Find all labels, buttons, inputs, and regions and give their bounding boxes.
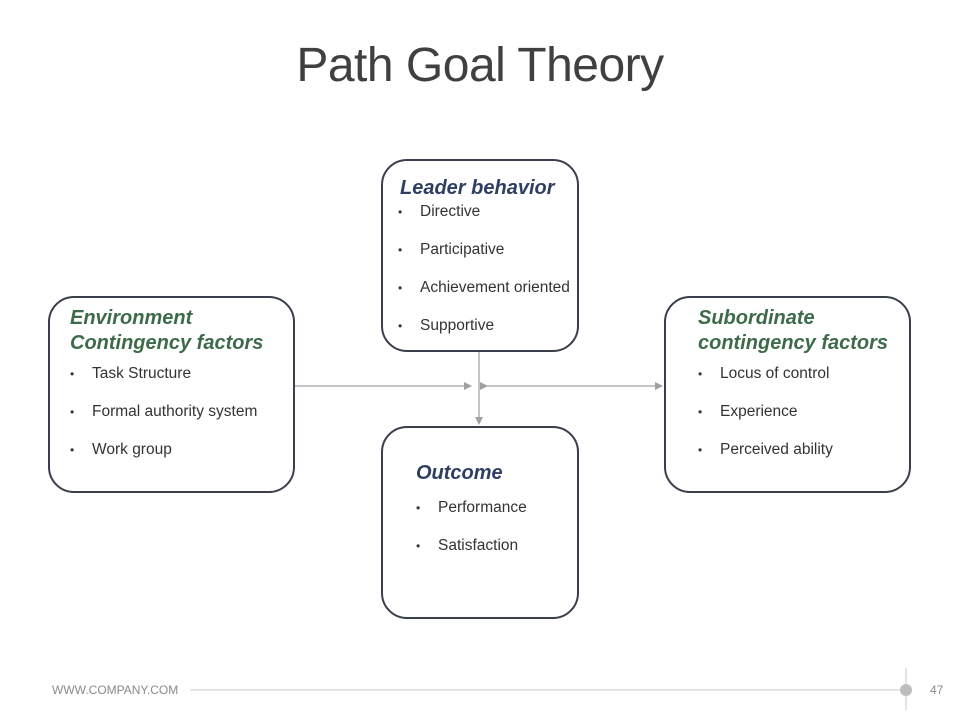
subordinate-factors-list: Locus of control Experience Perceived ab… xyxy=(698,364,833,478)
environment-factors-title: Environment Contingency factors xyxy=(70,306,263,356)
subordinate-title-line1: Subordinate xyxy=(698,307,815,329)
environment-factors-list: Task Structure Formal authority system W… xyxy=(70,364,257,478)
list-item: Achievement oriented xyxy=(398,278,570,316)
list-item: Perceived ability xyxy=(698,440,833,478)
list-item: Participative xyxy=(398,240,570,278)
footer-website: WWW.COMPANY.COM xyxy=(52,683,179,697)
list-item: Satisfaction xyxy=(416,536,527,574)
page-title: Path Goal Theory xyxy=(296,39,664,92)
list-item: Work group xyxy=(70,440,257,478)
list-item: Performance xyxy=(416,498,527,536)
environment-factors-box: Environment Contingency factors Task Str… xyxy=(48,296,295,493)
footer-dot xyxy=(900,684,912,696)
leader-behavior-list: Directive Participative Achievement orie… xyxy=(398,202,570,354)
list-item: Directive xyxy=(398,202,570,240)
subordinate-factors-box: Subordinate contingency factors Locus of… xyxy=(664,296,911,493)
list-item: Formal authority system xyxy=(70,402,257,440)
outcome-title: Outcome xyxy=(416,462,503,484)
leader-behavior-title: Leader behavior xyxy=(400,177,555,199)
outcome-list: Performance Satisfaction xyxy=(416,498,527,574)
outcome-box: Outcome Performance Satisfaction xyxy=(381,426,579,619)
page-number: 47 xyxy=(930,683,944,697)
list-item: Experience xyxy=(698,402,833,440)
list-item: Task Structure xyxy=(70,364,257,402)
list-item: Supportive xyxy=(398,316,570,354)
subordinate-factors-title: Subordinate contingency factors xyxy=(698,306,888,356)
environment-title-line1: Environment xyxy=(70,307,193,329)
leader-behavior-box: Leader behavior Directive Participative … xyxy=(381,159,579,352)
subordinate-title-line2: contingency factors xyxy=(698,332,889,354)
environment-title-line2: Contingency factors xyxy=(70,332,264,354)
list-item: Locus of control xyxy=(698,364,833,402)
